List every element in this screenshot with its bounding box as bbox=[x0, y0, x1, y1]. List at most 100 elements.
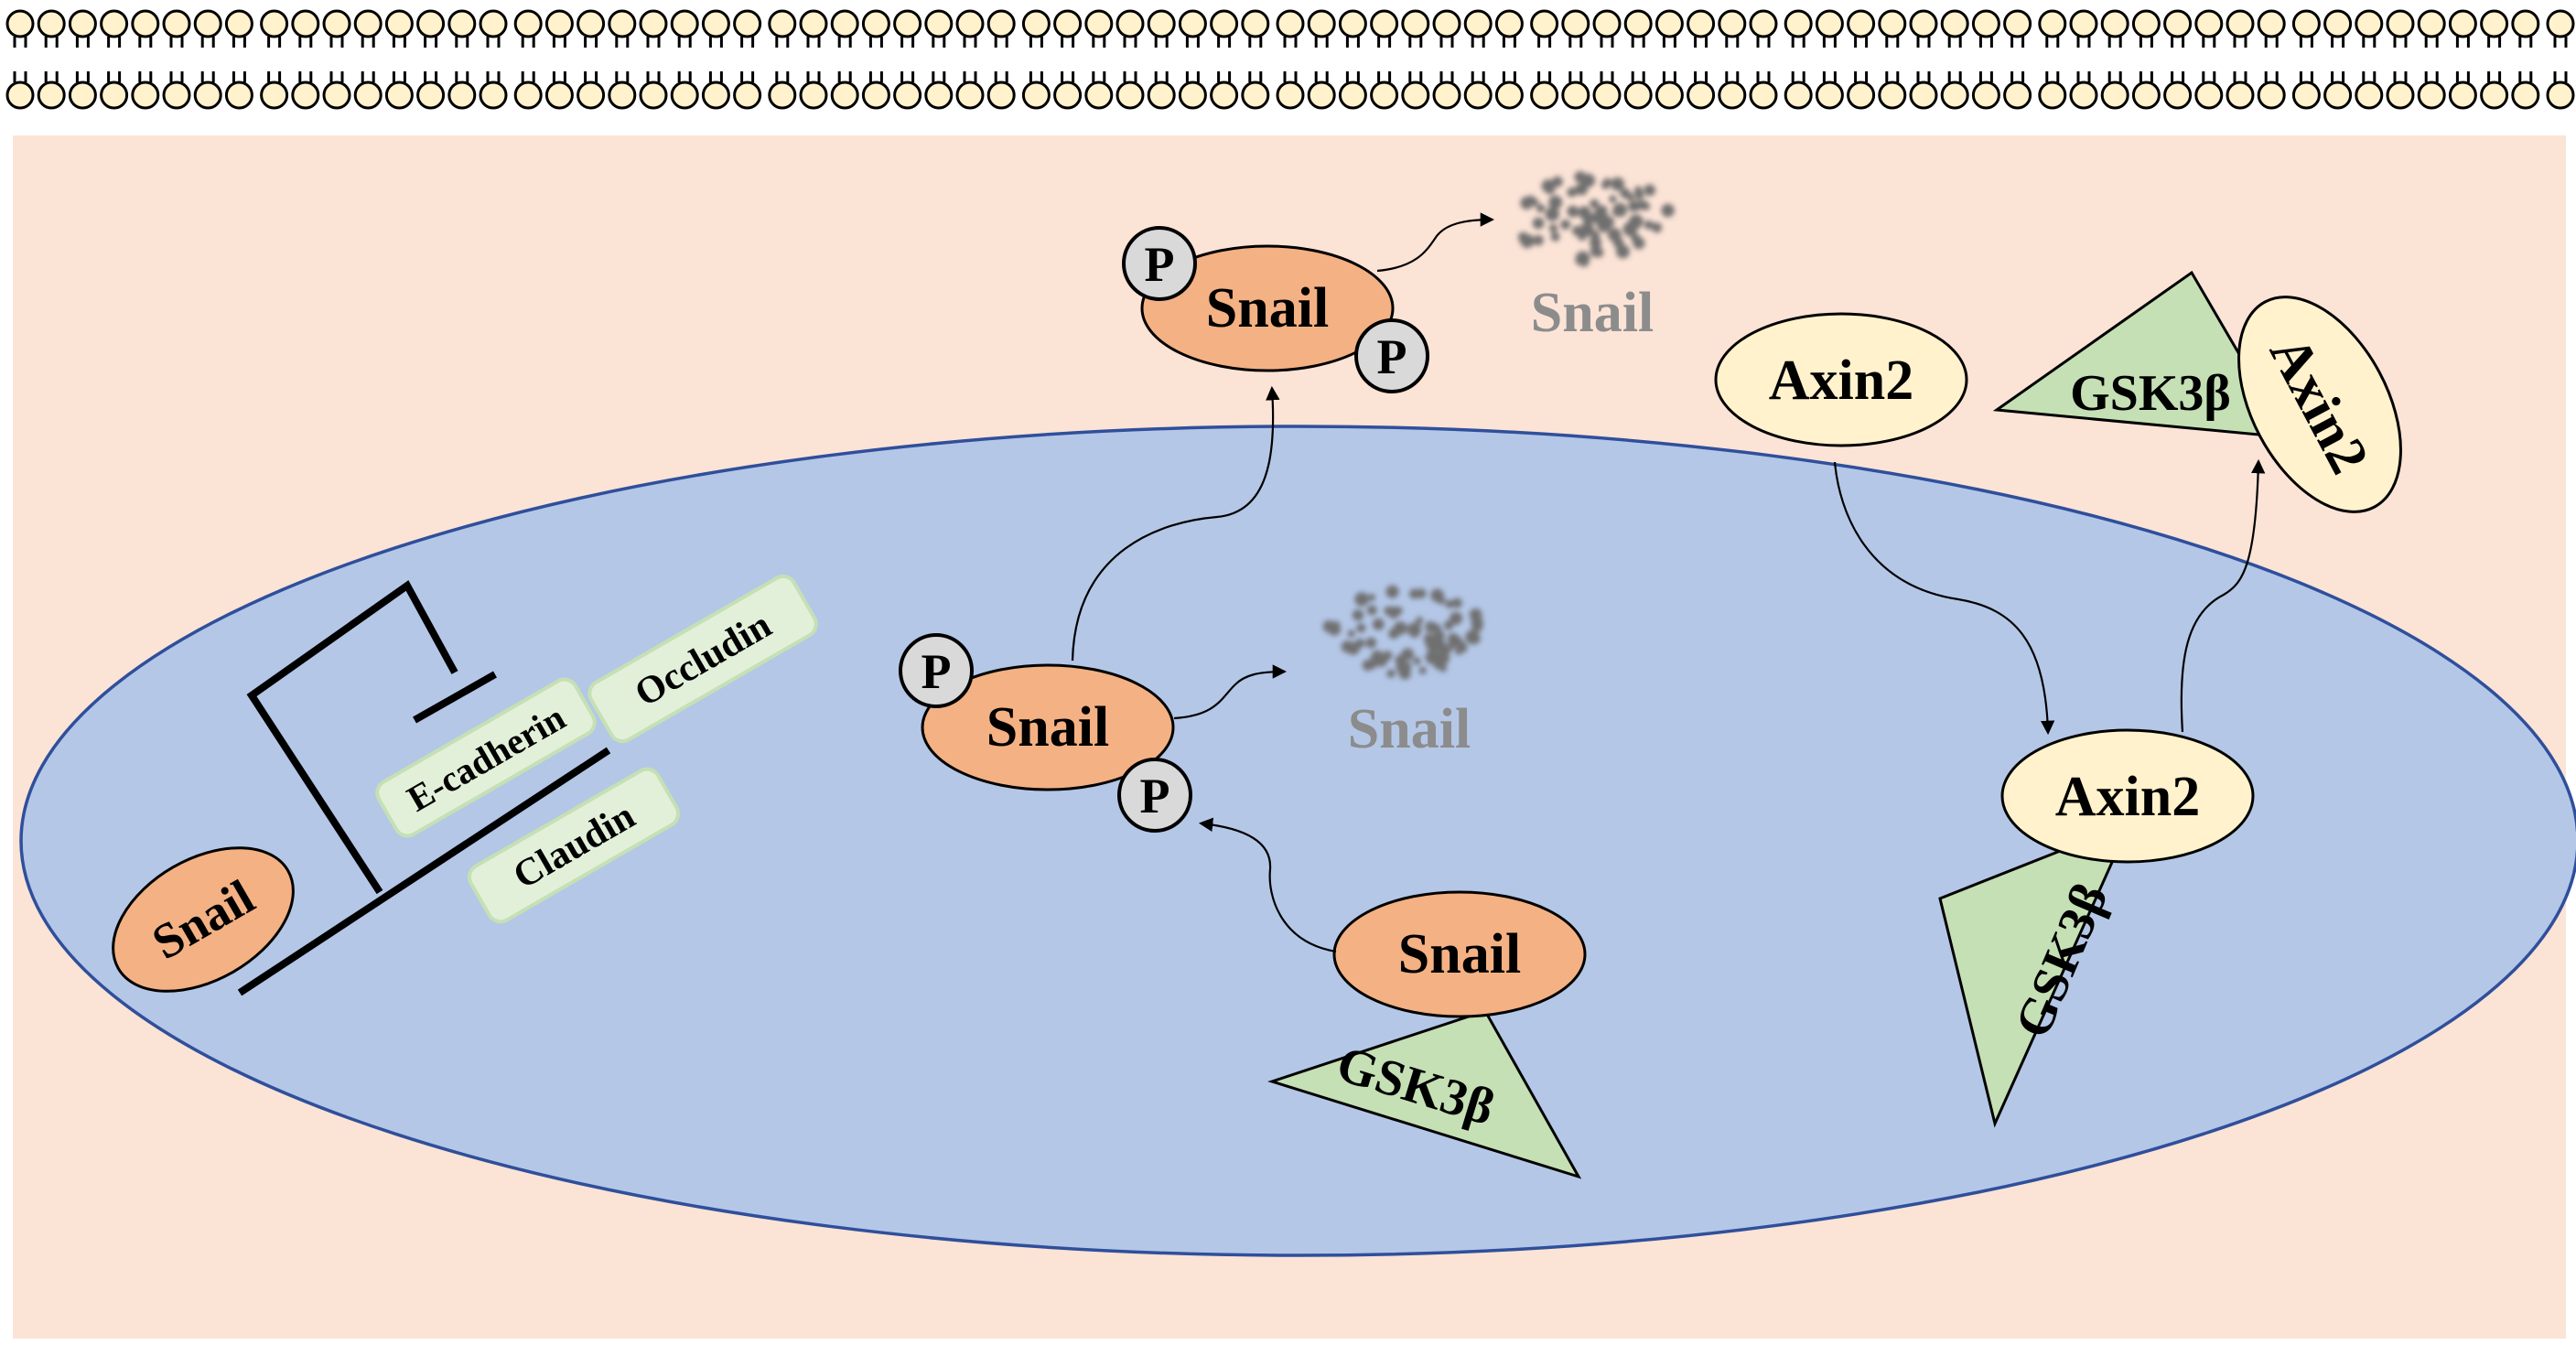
degradation-particle bbox=[1322, 620, 1335, 633]
lipid-tail bbox=[2171, 37, 2185, 48]
lipid-tail bbox=[232, 37, 246, 48]
lipid-head bbox=[1307, 81, 1336, 110]
lipid-head bbox=[1940, 9, 1969, 38]
gsk3b-triangle bbox=[1267, 1009, 1582, 1179]
lipid-head bbox=[384, 81, 414, 110]
lipid-tail bbox=[1248, 37, 1263, 48]
lipid-tail bbox=[2139, 71, 2153, 82]
degradation-particle bbox=[1611, 177, 1625, 191]
lipid-tail bbox=[1408, 71, 1423, 82]
lipid-head bbox=[986, 9, 1016, 38]
lipid-head bbox=[1241, 81, 1270, 110]
lipid-head bbox=[768, 81, 797, 110]
lipid-head bbox=[1338, 81, 1367, 110]
lipid-tail bbox=[1217, 71, 1232, 82]
lipid-head bbox=[291, 9, 320, 38]
lipid-head bbox=[2386, 9, 2415, 38]
lipid-tail bbox=[2171, 71, 2185, 82]
lipid-head bbox=[1592, 81, 1622, 110]
lipid-tail bbox=[200, 37, 215, 48]
lipid-tail bbox=[1916, 37, 1931, 48]
lipid-tail bbox=[169, 71, 184, 82]
lipid-head bbox=[2163, 81, 2193, 110]
lipid-head bbox=[1561, 81, 1590, 110]
lipid-tail bbox=[2010, 37, 2025, 48]
lipid-head bbox=[193, 81, 222, 110]
lipid-tail bbox=[1439, 71, 1454, 82]
lipid-tail bbox=[1248, 71, 1263, 82]
lipid-head bbox=[1687, 9, 1716, 38]
lipid-tail bbox=[232, 71, 246, 82]
lipid-head bbox=[733, 9, 762, 38]
lipid-head bbox=[322, 9, 351, 38]
degraded-snail-label: Snail bbox=[1348, 698, 1471, 760]
degradation-particle bbox=[1465, 629, 1480, 645]
degradation-particle bbox=[1609, 195, 1617, 203]
lipid-tail bbox=[1377, 71, 1392, 82]
lipid-head bbox=[2163, 9, 2193, 38]
lipid-head bbox=[2226, 81, 2255, 110]
arrow-icon bbox=[1198, 817, 1337, 953]
lipid-tail bbox=[1694, 37, 1708, 48]
lipid-tail bbox=[994, 71, 1008, 82]
lipid-tail bbox=[2076, 71, 2091, 82]
lipid-head bbox=[260, 81, 289, 110]
lipid-tail bbox=[837, 37, 852, 48]
degradation-particle bbox=[1425, 650, 1440, 665]
lipid-tail bbox=[677, 37, 692, 48]
lipid-head bbox=[1592, 9, 1622, 38]
lipid-tail bbox=[329, 37, 344, 48]
lipid-head bbox=[1815, 9, 1844, 38]
degradation-particle bbox=[1450, 611, 1463, 625]
degradation-particle bbox=[1454, 647, 1462, 655]
lipid-tail bbox=[963, 37, 977, 48]
phospho-snail-cyto-label: Snail bbox=[1206, 277, 1329, 339]
lipid-tail bbox=[329, 71, 344, 82]
lipid-head bbox=[608, 81, 637, 110]
lipid-head bbox=[68, 9, 97, 38]
lipid-tail bbox=[2487, 71, 2502, 82]
lipid-tail bbox=[2139, 37, 2153, 48]
degradation-particle bbox=[1590, 199, 1600, 209]
lipid-head bbox=[2069, 9, 2098, 38]
lipid-head bbox=[2448, 9, 2477, 38]
lipid-head bbox=[2194, 81, 2224, 110]
lipid-tail bbox=[1314, 71, 1329, 82]
lipid-head bbox=[1494, 81, 1524, 110]
degradation-particle bbox=[1615, 244, 1630, 259]
lipid-head bbox=[1432, 81, 1461, 110]
lipid-tail bbox=[646, 71, 661, 82]
degradation-particle bbox=[1567, 187, 1577, 198]
phosphate-bottom bbox=[1117, 758, 1192, 833]
lipid-head bbox=[733, 81, 762, 110]
lipid-tail bbox=[2518, 37, 2533, 48]
lipid-tail bbox=[1631, 71, 1645, 82]
degradation-particle bbox=[1518, 231, 1528, 242]
lipid-head bbox=[1116, 9, 1145, 38]
lipid-tail bbox=[455, 71, 469, 82]
lipid-tail bbox=[2045, 37, 2060, 48]
lipid-tail bbox=[2076, 37, 2091, 48]
degradation-particle bbox=[1397, 621, 1407, 632]
nucleus bbox=[19, 425, 2576, 1257]
lipid-head bbox=[1276, 81, 1305, 110]
lipid-head bbox=[1784, 9, 1813, 38]
lipid-tail bbox=[1154, 37, 1169, 48]
phospho-snail-cytoplasmic: Snail P P bbox=[1122, 226, 1429, 393]
lipid-head bbox=[1084, 81, 1114, 110]
lipid-tail bbox=[1756, 71, 1771, 82]
lipid-tail bbox=[1725, 71, 1740, 82]
lipid-head bbox=[1909, 81, 1938, 110]
lipid-head bbox=[577, 81, 606, 110]
degradation-particle bbox=[1633, 186, 1643, 195]
lipid-tail bbox=[1185, 71, 1200, 82]
degradation-particle bbox=[1644, 220, 1654, 230]
lipid-head bbox=[799, 9, 828, 38]
degradation-particle bbox=[1395, 607, 1403, 615]
lipid-head bbox=[893, 81, 922, 110]
lipid-head bbox=[2226, 9, 2255, 38]
lipid-head bbox=[1815, 81, 1844, 110]
lipid-head bbox=[1053, 9, 1083, 38]
lipid-tail bbox=[615, 37, 630, 48]
degradation-particle bbox=[1426, 638, 1436, 648]
